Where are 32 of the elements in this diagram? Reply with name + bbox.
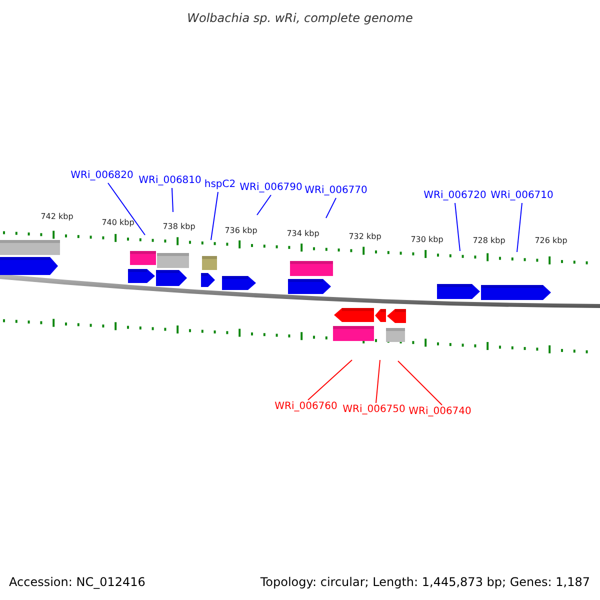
gene-label: WRi_006750 (342, 405, 406, 415)
scale-label: 730 kbp (410, 236, 444, 244)
gene-label: WRi_006710 (490, 191, 554, 201)
leader-line (308, 360, 352, 400)
leader-line (172, 188, 174, 212)
gene-label: WRi_006790 (240, 183, 302, 193)
gene-label: hspC2 (204, 180, 236, 190)
gene-label: WRi_006740 (408, 407, 472, 417)
gene-label: WRi_006720 (424, 191, 486, 201)
scale-label: 726 kbp (534, 237, 568, 245)
scale-label: 728 kbp (472, 237, 506, 245)
scale-label: 742 kbp (40, 213, 74, 221)
leader-line (398, 360, 442, 406)
scale-label: 740 kbp (102, 219, 134, 227)
leader-line (326, 198, 336, 218)
leader-line (454, 202, 460, 252)
leader-line (108, 182, 146, 236)
leader-line (516, 202, 522, 252)
scale-label: 736 kbp (224, 227, 258, 235)
leader-line (376, 360, 380, 404)
genome-info-text: Topology: circular; Length: 1,445,873 bp; Genes: 1,187 (260, 576, 590, 588)
gene-label: WRi_006820 (70, 171, 134, 181)
leader-line (210, 192, 218, 240)
gene-label: WRi_006760 (274, 402, 338, 412)
scale-label: 734 kbp (286, 230, 320, 238)
gene-label: WRi_006810 (138, 176, 202, 186)
diagram-title: Wolbachia sp. wRi, complete genome (187, 12, 413, 24)
leader-line (256, 194, 272, 216)
accession-text: Accession: NC_012416 (9, 576, 146, 588)
scale-label: 732 kbp (348, 233, 382, 241)
gene-label: WRi_006770 (304, 186, 368, 196)
scale-label: 738 kbp (162, 223, 196, 231)
